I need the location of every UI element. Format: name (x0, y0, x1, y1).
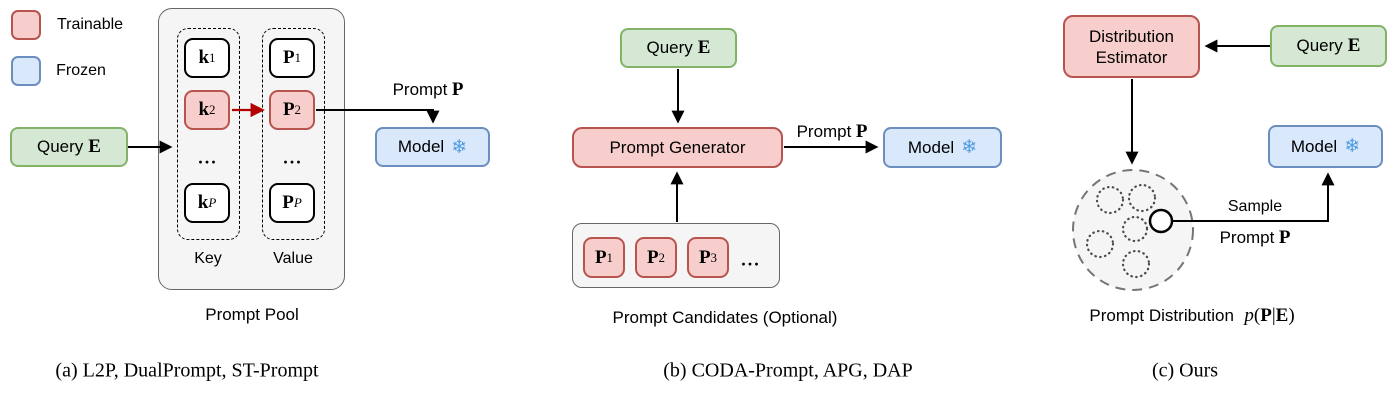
key-item-P-base: k (197, 192, 209, 213)
prompt-distribution-label: Prompt Distribution p(P|E) (1089, 305, 1294, 327)
math-close-paren: ) (1288, 305, 1295, 326)
query-label-b: Query (646, 38, 693, 57)
candidate-item-3-sub: 3 (710, 249, 718, 265)
key-column-ellipsis: ... (198, 147, 218, 168)
dotted-prompt-circle-3 (1121, 215, 1149, 243)
key-item-1-base: k (198, 47, 210, 68)
math-bar: | (1271, 305, 1276, 326)
caption-a: (a) L2P, DualPrompt, ST-Prompt (55, 359, 319, 382)
prompt-p-text-c: Prompt (1219, 228, 1275, 247)
candidate-item-3-base: P (698, 246, 711, 268)
distribution-estimator-line1: Distribution (1088, 26, 1175, 46)
prompt-candidates-label: Prompt Candidates (Optional) (612, 308, 838, 327)
key-item-2-sub: 2 (209, 102, 216, 117)
prompt-distribution-text: Prompt Distribution (1089, 306, 1234, 325)
query-label-a: Query (37, 137, 84, 156)
legend-frozen-swatch (11, 56, 41, 86)
prompt-p-math-b: P (855, 121, 868, 142)
dotted-prompt-circle-2 (1127, 183, 1157, 213)
model-label-c: Model (1290, 136, 1338, 156)
model-box-a: Model ❄ (375, 127, 490, 167)
dotted-prompt-circle-4 (1085, 229, 1115, 259)
prompt-p-text-a: Prompt (392, 80, 448, 99)
prompt-p-label-b: Prompt P (797, 121, 868, 143)
snowflake-icon-a: ❄ (451, 136, 468, 158)
distribution-estimator-line2: Estimator (1095, 47, 1168, 67)
caption-c: (c) Ours (1151, 359, 1219, 382)
key-item-2-base: k (198, 99, 210, 120)
query-math-a: E (88, 136, 101, 157)
dotted-prompt-circle-5 (1121, 249, 1151, 279)
value-item-P-base: P (282, 192, 294, 213)
prompt-p-text-b: Prompt (796, 122, 852, 141)
prompt-distribution-math: p(P|E) (1244, 305, 1294, 326)
model-label-a: Model (397, 137, 445, 156)
math-func: p (1244, 305, 1254, 326)
key-item-1-sub: 1 (209, 50, 216, 65)
candidate-item-1-sub: 1 (606, 249, 614, 265)
model-box-b: Model ❄ (883, 127, 1002, 168)
key-column (177, 28, 240, 240)
value-item-2-sub: 2 (294, 102, 302, 117)
math-arg-P: P (1260, 305, 1272, 326)
sampled-prompt-circle (1148, 208, 1174, 234)
prompt-generator-label: Prompt Generator (609, 137, 746, 157)
value-item-1-base: P (282, 47, 295, 68)
query-math-b: E (697, 37, 711, 58)
candidate-item-1-base: P (594, 246, 607, 268)
value-item-1-sub: 1 (294, 50, 302, 65)
legend-trainable-label: Trainable (56, 16, 124, 33)
distribution-estimator-box: Distribution Estimator (1063, 15, 1200, 78)
query-box-a: Query E (10, 127, 128, 167)
prompt-p-math-a: P (451, 79, 464, 100)
value-column (262, 28, 325, 240)
key-item-P-sub: P (208, 195, 217, 210)
snowflake-icon-b: ❄ (961, 137, 978, 158)
sample-label: Sample (1227, 198, 1283, 215)
candidate-item-2-base: P (646, 246, 659, 268)
prompt-p-label-a: Prompt P (393, 79, 464, 101)
prompt-generator-box: Prompt Generator (572, 127, 783, 168)
dotted-prompt-circle-1 (1095, 185, 1125, 215)
legend-frozen-label: Frozen (56, 62, 106, 79)
value-item-P-sub: P (293, 195, 302, 210)
query-math-c: E (1347, 35, 1361, 56)
value-item-2-base: P (282, 99, 295, 120)
value-column-ellipsis: ... (283, 147, 303, 168)
snowflake-icon-c: ❄ (1344, 136, 1361, 157)
query-box-c: Query E (1270, 25, 1387, 67)
prompt-distribution-circle (1072, 169, 1194, 291)
model-label-b: Model (907, 137, 955, 157)
prompt-p-math-c: P (1278, 227, 1291, 248)
query-box-b: Query E (620, 28, 737, 68)
key-column-label: Key (194, 250, 222, 267)
caption-b: (b) CODA-Prompt, APG, DAP (663, 359, 913, 382)
legend-trainable-swatch (11, 10, 41, 40)
math-open-paren: ( (1253, 305, 1261, 326)
value-column-label: Value (273, 250, 313, 267)
query-label-c: Query (1296, 36, 1343, 55)
candidates-ellipsis: ... (741, 249, 761, 270)
candidate-item-2-sub: 2 (658, 249, 666, 265)
prompt-pool-label: Prompt Pool (205, 305, 299, 324)
prompt-p-label-c: Prompt P (1220, 227, 1291, 249)
math-arg-E: E (1275, 305, 1289, 326)
model-box-c: Model ❄ (1268, 125, 1383, 168)
